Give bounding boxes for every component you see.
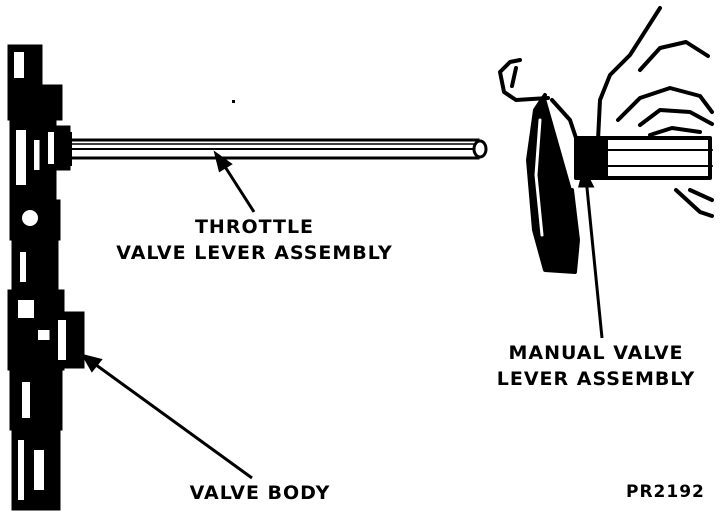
manual-valve-label: MANUAL VALVE LEVER ASSEMBLY [496, 340, 696, 392]
throttle-label-line2: VALVE LEVER ASSEMBLY [116, 242, 393, 264]
manual-label-line1: MANUAL VALVE [508, 342, 684, 364]
manual-valve-lever-illustration [498, 6, 714, 274]
leader-lines [80, 150, 604, 480]
print-speck [232, 100, 235, 103]
figure-code: PR2192 [626, 482, 705, 502]
throttle-label-line1: THROTTLE [194, 216, 315, 238]
valve-body-illustration [7, 44, 85, 511]
throttle-label: THROTTLE VALVE LEVER ASSEMBLY [112, 214, 397, 266]
valve-body-label: VALVE BODY [189, 482, 331, 504]
throttle-valve-lever-shaft [56, 132, 488, 166]
manual-label-line2: LEVER ASSEMBLY [496, 368, 696, 390]
